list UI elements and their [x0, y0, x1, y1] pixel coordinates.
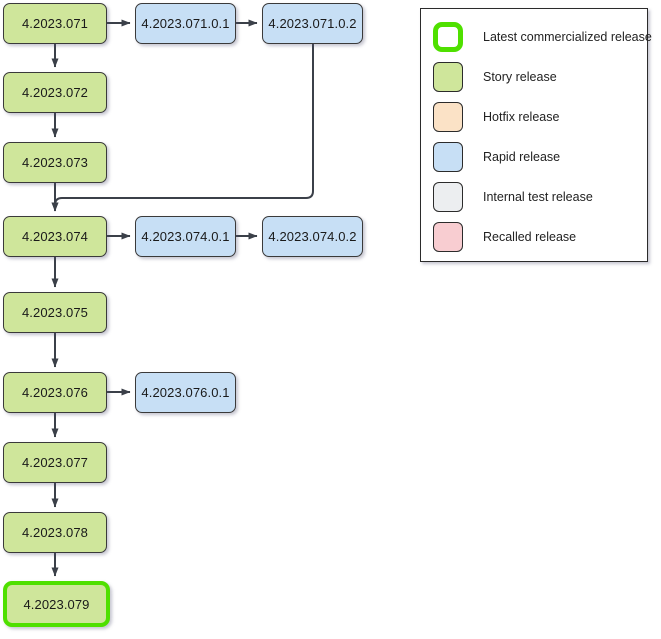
release-node-label: 4.2023.077: [21, 455, 89, 470]
legend-item-internal: Internal test release: [433, 181, 593, 213]
release-node-label: 4.2023.074.0.2: [268, 229, 357, 244]
edge-n071_0_2-to-n074: [51, 44, 314, 212]
legend-swatch-internal: [433, 182, 463, 212]
release-node-label: 4.2023.076: [21, 385, 89, 400]
legend-item-story: Story release: [433, 61, 557, 93]
legend-label: Latest commercialized release: [483, 30, 652, 44]
release-node-label: 4.2023.075: [21, 305, 89, 320]
release-node-label: 4.2023.074.0.1: [141, 229, 230, 244]
release-node-label: 4.2023.079: [23, 596, 90, 612]
release-node-n076_0_1[interactable]: 4.2023.076.0.1: [135, 372, 236, 413]
release-node-n073[interactable]: 4.2023.073: [3, 142, 107, 183]
release-node-label: 4.2023.072: [21, 85, 89, 100]
release-node-n072[interactable]: 4.2023.072: [3, 72, 107, 113]
legend-item-latest: Latest commercialized release: [433, 21, 652, 53]
release-node-n075[interactable]: 4.2023.075: [3, 292, 107, 333]
legend-item-recalled: Recalled release: [433, 221, 576, 253]
legend-label: Hotfix release: [483, 110, 560, 124]
release-node-n071_0_2[interactable]: 4.2023.071.0.2: [262, 3, 363, 44]
release-node-n078[interactable]: 4.2023.078: [3, 512, 107, 553]
release-node-label: 4.2023.071.0.1: [141, 16, 230, 31]
legend-label: Internal test release: [483, 190, 593, 204]
release-node-label: 4.2023.074: [21, 229, 89, 244]
release-node-n077[interactable]: 4.2023.077: [3, 442, 107, 483]
release-node-n074_0_2[interactable]: 4.2023.074.0.2: [262, 216, 363, 257]
release-node-label: 4.2023.073: [21, 155, 89, 170]
legend-label: Rapid release: [483, 150, 561, 164]
release-node-n076[interactable]: 4.2023.076: [3, 372, 107, 413]
release-node-label: 4.2023.071: [21, 16, 89, 31]
release-node-n074_0_1[interactable]: 4.2023.074.0.1: [135, 216, 236, 257]
release-node-label: 4.2023.076.0.1: [141, 385, 230, 400]
release-node-label: 4.2023.078: [21, 525, 89, 540]
release-node-n071_0_1[interactable]: 4.2023.071.0.1: [135, 3, 236, 44]
legend-item-hotfix: Hotfix release: [433, 101, 559, 133]
release-node-label: 4.2023.071.0.2: [268, 16, 357, 31]
release-node-n079[interactable]: 4.2023.079: [3, 581, 110, 627]
release-node-n074[interactable]: 4.2023.074: [3, 216, 107, 257]
legend-swatch-hotfix: [433, 102, 463, 132]
legend-swatch-recalled: [433, 222, 463, 252]
legend-label: Recalled release: [483, 230, 577, 244]
legend-swatch-story: [433, 62, 463, 92]
legend-label: Story release: [483, 70, 557, 84]
legend-swatch-rapid: [433, 142, 463, 172]
legend-swatch-latest: [433, 22, 463, 52]
legend-item-rapid: Rapid release: [433, 141, 560, 173]
release-node-n071[interactable]: 4.2023.071: [3, 3, 107, 44]
